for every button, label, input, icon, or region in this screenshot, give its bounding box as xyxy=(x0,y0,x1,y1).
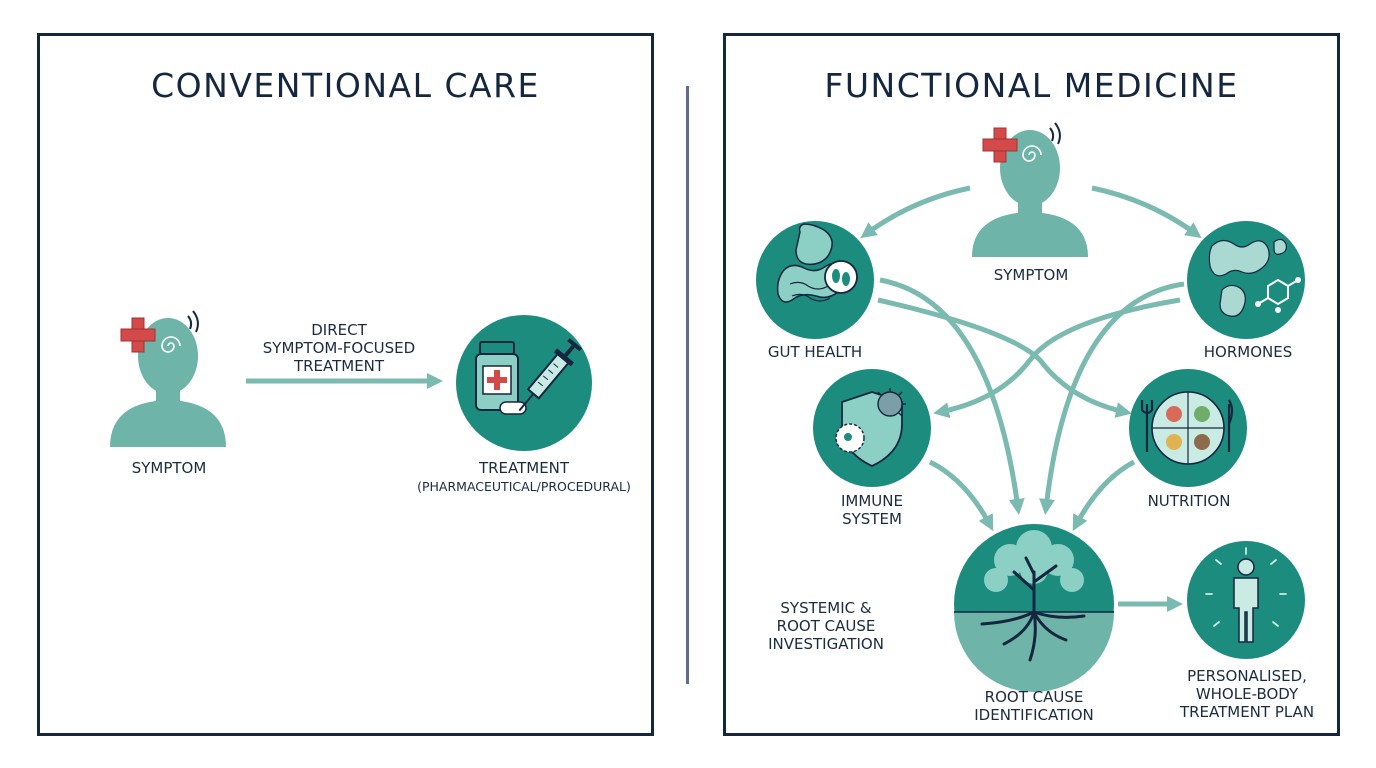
immune-system-icon xyxy=(813,369,931,487)
root-cause-label: ROOT CAUSE IDENTIFICATION xyxy=(974,688,1094,724)
direct-treatment-label: DIRECT SYMPTOM-FOCUSED TREATMENT xyxy=(263,321,415,375)
functional-medicine-title: FUNCTIONAL MEDICINE xyxy=(824,66,1239,105)
personalised-plan-label-line: WHOLE-BODY xyxy=(1195,685,1299,703)
panel-divider xyxy=(686,86,689,684)
investigation-label: SYSTEMIC & ROOT CAUSE INVESTIGATION xyxy=(768,599,884,653)
nutrition-label: NUTRITION xyxy=(1147,492,1231,510)
personalised-plan-label: PERSONALISED, WHOLE-BODY TREATMENT PLAN xyxy=(1180,667,1314,721)
treatment-medication-icon xyxy=(456,315,592,451)
direct-treatment-label-line: DIRECT xyxy=(311,321,367,339)
nutrition-icon xyxy=(1129,369,1247,487)
direct-treatment-label-line: TREATMENT xyxy=(293,357,385,375)
functional-symptom-label: SYMPTOM xyxy=(993,266,1069,284)
personalised-plan-label-line: PERSONALISED, xyxy=(1187,667,1307,685)
root-cause-label-line: ROOT CAUSE xyxy=(984,688,1084,706)
hormones-label: HORMONES xyxy=(1203,343,1293,361)
functional-symptom-person-icon xyxy=(972,122,1088,257)
immune-system-label-line: SYSTEM xyxy=(842,510,902,528)
investigation-label-line: ROOT CAUSE xyxy=(776,617,876,635)
hormones-icon xyxy=(1187,221,1305,339)
conventional-care-title: CONVENTIONAL CARE xyxy=(151,66,540,105)
gut-health-icon xyxy=(756,221,874,339)
immune-system-label-line: IMMUNE xyxy=(841,492,903,510)
personalised-plan-person-icon xyxy=(1187,541,1305,659)
root-cause-tree-icon xyxy=(954,524,1114,692)
red-cross-icon xyxy=(982,127,1018,163)
flow-arrows xyxy=(860,185,1202,612)
gut-health-label: GUT HEALTH xyxy=(767,343,863,361)
direct-treatment-label-line: SYMPTOM-FOCUSED xyxy=(262,339,416,357)
personalised-plan-label-line: TREATMENT PLAN xyxy=(1179,703,1315,721)
conventional-symptom-person-icon xyxy=(110,310,226,447)
immune-system-label: IMMUNE SYSTEM xyxy=(841,492,903,528)
treatment-sub-label: (PHARMACEUTICAL/PROCEDURAL) xyxy=(417,479,631,494)
investigation-label-line: SYSTEMIC & xyxy=(780,599,872,617)
conventional-symptom-label: SYMPTOM xyxy=(131,459,207,477)
treatment-label: TREATMENT xyxy=(478,459,570,477)
red-cross-icon xyxy=(120,317,156,353)
investigation-label-line: INVESTIGATION xyxy=(768,635,884,653)
root-cause-label-line: IDENTIFICATION xyxy=(974,706,1094,724)
